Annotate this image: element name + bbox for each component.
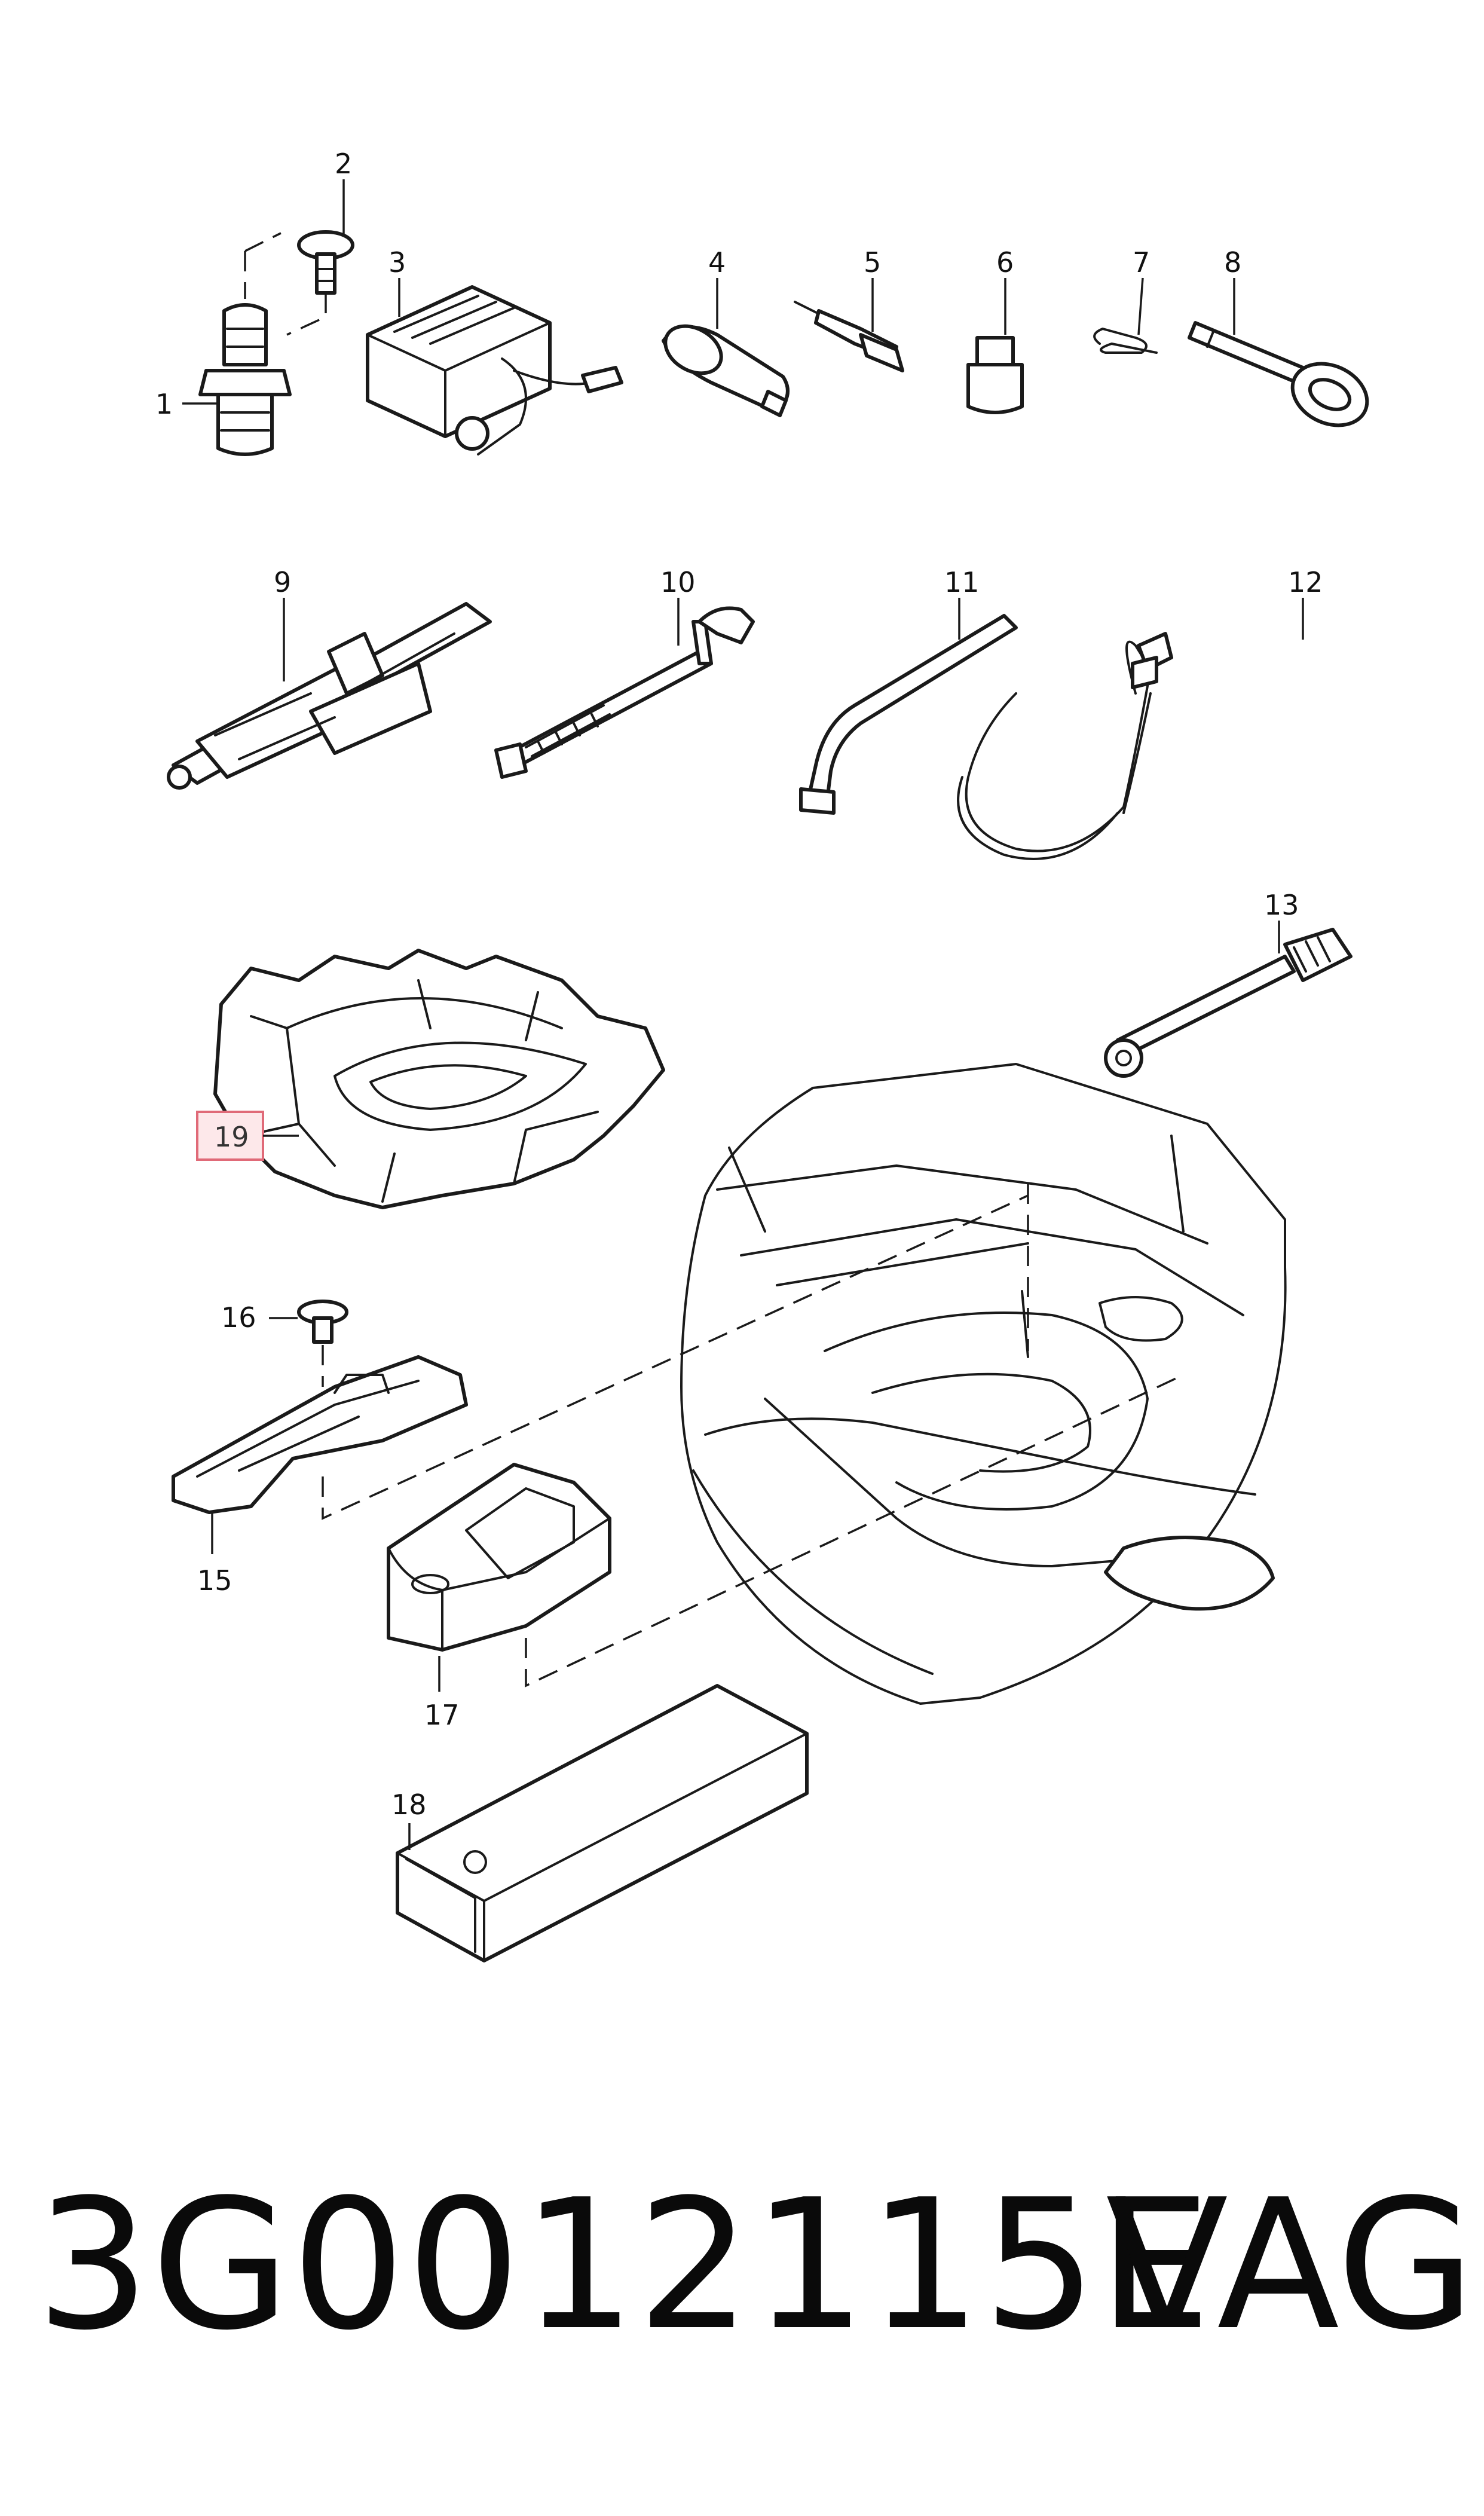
callout-1: 1	[155, 388, 173, 420]
callout-7: 7	[1133, 246, 1150, 279]
callout-11: 11	[944, 566, 980, 598]
part-2-bolt: 2	[286, 148, 354, 336]
brand-name: VAG	[1106, 2161, 1476, 2370]
callout-17: 17	[424, 1699, 460, 1731]
callout-19: 19	[214, 1121, 249, 1153]
part-3-compressor: 3	[366, 246, 623, 455]
callout-15: 15	[197, 1564, 232, 1597]
part-7-clip: 7	[1093, 246, 1158, 354]
part-9-scissor-jack: 9	[167, 566, 492, 790]
part-10-jack-crank: 10	[494, 566, 755, 779]
part-6-socket-adapter: 6	[966, 246, 1024, 414]
part-1-bolt: 1	[155, 232, 292, 456]
part-8-towing-eye: 8	[1188, 246, 1369, 427]
part-17-box: 17	[387, 1374, 1184, 1731]
callout-5: 5	[864, 246, 881, 279]
part-11-wheel-brace: 11	[799, 566, 1018, 815]
part-13-handle: 13	[1104, 889, 1353, 1078]
callout-3: 3	[388, 246, 406, 279]
callout-10: 10	[660, 566, 696, 598]
callout-6: 6	[996, 246, 1014, 279]
highlight-box	[196, 1111, 264, 1161]
callout-16: 16	[221, 1301, 256, 1334]
part-12-strap: 12	[957, 566, 1323, 860]
part-19-foam-tray: 19	[196, 949, 665, 1209]
callout-4: 4	[708, 246, 726, 279]
part-5-screwdriver: 5	[794, 246, 904, 372]
part-number: 3G0012115E	[36, 2161, 1213, 2370]
part-16-screw: 16	[221, 1300, 348, 1344]
callout-13: 13	[1264, 889, 1299, 921]
vehicle-boot-outline	[680, 1063, 1287, 1705]
part-18-tool-case: 18	[391, 1684, 809, 1962]
part-15-holder: 15	[172, 1194, 1029, 1597]
exploded-parts-diagram: 1 2 3 4 5	[155, 148, 1369, 1962]
callout-2: 2	[335, 148, 352, 180]
callout-9: 9	[274, 566, 291, 598]
part-4-sealant-bottle: 4	[662, 246, 790, 417]
callout-8: 8	[1224, 246, 1241, 279]
callout-12: 12	[1288, 566, 1323, 598]
callout-18: 18	[391, 1789, 427, 1821]
